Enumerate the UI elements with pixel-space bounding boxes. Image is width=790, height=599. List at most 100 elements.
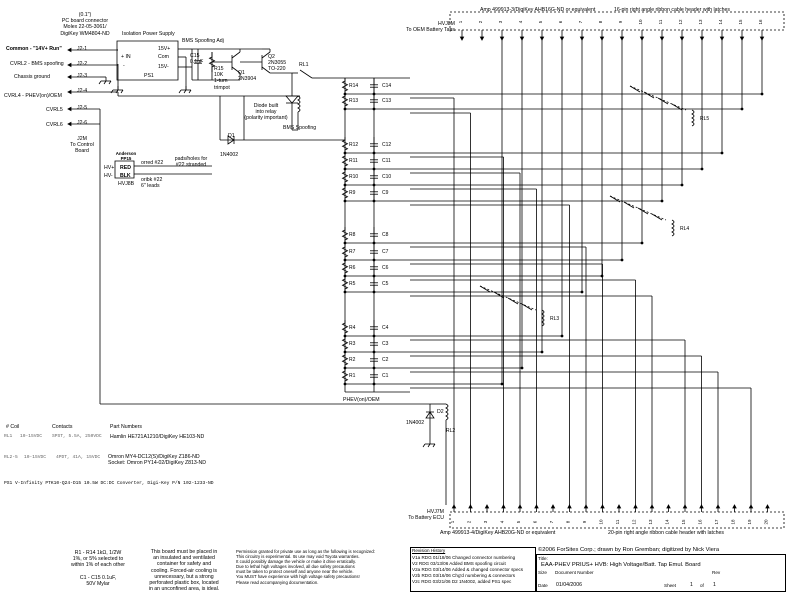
hvj7m-pin-number: 18 [731,519,736,525]
junction-dot [500,382,504,386]
enclosure-note: This board must be placed in an insulate… [148,549,220,593]
resistor-label: R3 [349,341,356,347]
d1-label: D1 [228,133,235,139]
hvj7m-pin-number: 7 [549,520,554,523]
junction-dot [343,290,347,294]
hvj8m-ref: HVJ8M To OEM Battery Taps [406,21,455,34]
resistor-symbol [341,368,349,384]
resistor-label: R5 [349,281,356,287]
hvj8b-brand: Anderson PP15 [115,151,137,161]
pin-arrow [765,504,770,509]
relay-contact [671,103,683,111]
relay-coil [541,309,545,327]
relay-label: RL4 [680,226,689,232]
junction-dot [620,258,624,262]
hvj8m-pin-number: 13 [698,19,703,25]
revision-row: V2a RDG 03/14/06 Added & changed connect… [412,567,524,572]
pin-arrow [583,504,589,509]
capacitor-label: C13 [382,98,391,104]
junction-dot [560,334,564,338]
relay-label: RL3 [550,316,559,322]
junction-dot [520,366,524,370]
hvj7m-pin-number: 11 [615,519,620,524]
junction-dot [372,382,376,386]
ground-symbol [427,443,431,448]
capacitor-label: C12 [382,142,391,148]
junction-dot [700,167,704,171]
capacitor-label: C1 [382,373,389,379]
rl1-label: RL1 [299,62,309,68]
ground-symbol [98,80,102,85]
pin-arrow [649,504,655,509]
hvj8m-pin-number: 14 [718,19,723,25]
hvj7m-pin-number: 1 [450,520,455,523]
capacitor-label: C5 [382,281,389,287]
transistor-q1 [231,51,241,59]
junction-dot [372,199,376,203]
resistor-symbol [341,169,349,185]
pin-arrow [600,504,605,509]
pin-arrow [517,504,523,509]
junction-dot [372,290,376,294]
j2-signal-label: CVRL2 - BMS spoofing [10,61,64,67]
part-ref: RL1 [4,434,13,439]
capacitor-label: C9 [382,190,389,196]
capacitor-label: C2 [382,357,389,363]
junction-dot [343,107,347,111]
hvj8m-ribbon: 16-pin right angle ribbon cable header w… [614,7,730,13]
j2-signal-label: Common - "14V+ Run" [6,46,62,52]
resistor-label: R8 [349,232,356,238]
d2-label: D2 [437,409,444,415]
resistor-symbol [341,78,349,94]
r15-label: R15 10K 1-turn trimpot [214,66,230,91]
sheet-total: 1 [713,582,716,588]
pin-arrow [719,36,725,41]
pin-arrow [484,504,490,509]
junction-dot [680,183,684,187]
hvj8m-pin-number: 1 [458,20,463,23]
hvj8m-pin-number: 10 [638,19,643,25]
hvj7m-pin-number: 6 [533,520,538,523]
hvj8m-pin-number: 16 [758,19,763,25]
resistor-label: R4 [349,325,356,331]
resistor-label: R11 [349,158,358,164]
part-coil: 10-15VDC [20,434,43,439]
pin-arrow [67,74,72,80]
revision-row: V2b RDG 03/16/06 Chg'd numbering & conne… [412,573,516,578]
pin-arrow [550,504,556,509]
resistor-symbol [341,244,349,260]
relay-contact [521,303,533,311]
hvj8b-color-red: RED [120,165,131,171]
ps1-box [116,40,179,81]
j2-pin-label: J2-2 [77,61,88,67]
hvj7m-ref: HVJ7M To Battery ECU [408,509,444,522]
hvj7m-pin-number: 3 [483,520,488,523]
j2-pin-label: J2-5 [77,105,88,111]
part-number: Hamlin HE721A1210/DigiKey HE103-ND [110,434,205,440]
hvj7m-pin-number: 17 [714,519,719,525]
ground-symbol [178,89,182,94]
d2-part: 1N4002 [406,420,425,426]
relay-coil [691,109,695,127]
hvj7m-amp-part: Amp 499913-4/DigiKey AHB20G-ND or equiva… [440,530,556,536]
pin-arrow [616,504,622,509]
ground-symbol [432,443,436,448]
resistor-label: R10 [349,174,358,180]
ground-symbol [108,80,112,85]
hvj8m-pin-number: 8 [598,20,603,23]
revision-box [410,547,536,592]
pin-arrow [534,504,539,509]
hvj7m-pin-number: 20 [764,519,769,525]
resistor-label: R13 [349,98,358,104]
resistor-label: R7 [349,249,356,255]
junction-dot [372,241,376,245]
bms-adj-title: BMS Spoofing Adj [182,38,224,44]
hvj8m-pin-number: 12 [678,19,683,25]
resistor-symbol [341,260,349,276]
relay-label: RL5 [700,116,709,122]
resistor-label: R6 [349,265,356,271]
hvj7m-pin-number: 12 [632,519,637,525]
pin-arrow [732,504,737,509]
pin-arrow [739,36,745,41]
